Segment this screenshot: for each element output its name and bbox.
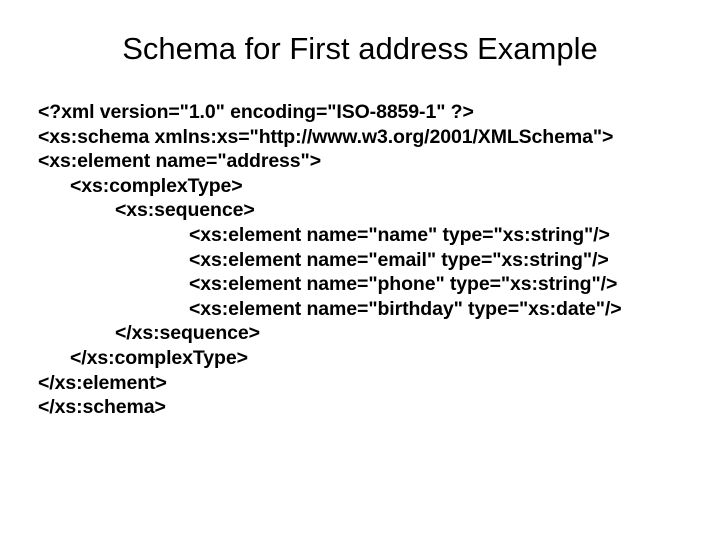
code-line: </xs:schema> [38, 396, 166, 419]
code-line: <xs:schema xmlns:xs="http://www.w3.org/2… [38, 125, 614, 148]
code-line: </xs:sequence> [115, 322, 260, 345]
code-line: </xs:complexType> [70, 346, 248, 369]
code-line: <xs:element name="phone" type="xs:string… [189, 273, 618, 296]
page-title: Schema for First address Example [122, 31, 598, 66]
code-line: <xs:complexType> [70, 174, 243, 197]
code-line: <xs:sequence> [115, 199, 255, 222]
code-line: <xs:element name="address"> [38, 150, 321, 173]
code-line: <xs:element name="birthday" type="xs:dat… [189, 297, 622, 320]
code-line: <xs:element name="email" type="xs:string… [189, 248, 609, 271]
code-line: <?xml version="1.0" encoding="ISO-8859-1… [38, 101, 474, 123]
code-line: </xs:element> [38, 371, 167, 394]
xml-schema-code-block: <?xml version="1.0" encoding="ISO-8859-1… [38, 100, 698, 420]
code-line: <xs:element name="name" type="xs:string"… [189, 223, 610, 246]
